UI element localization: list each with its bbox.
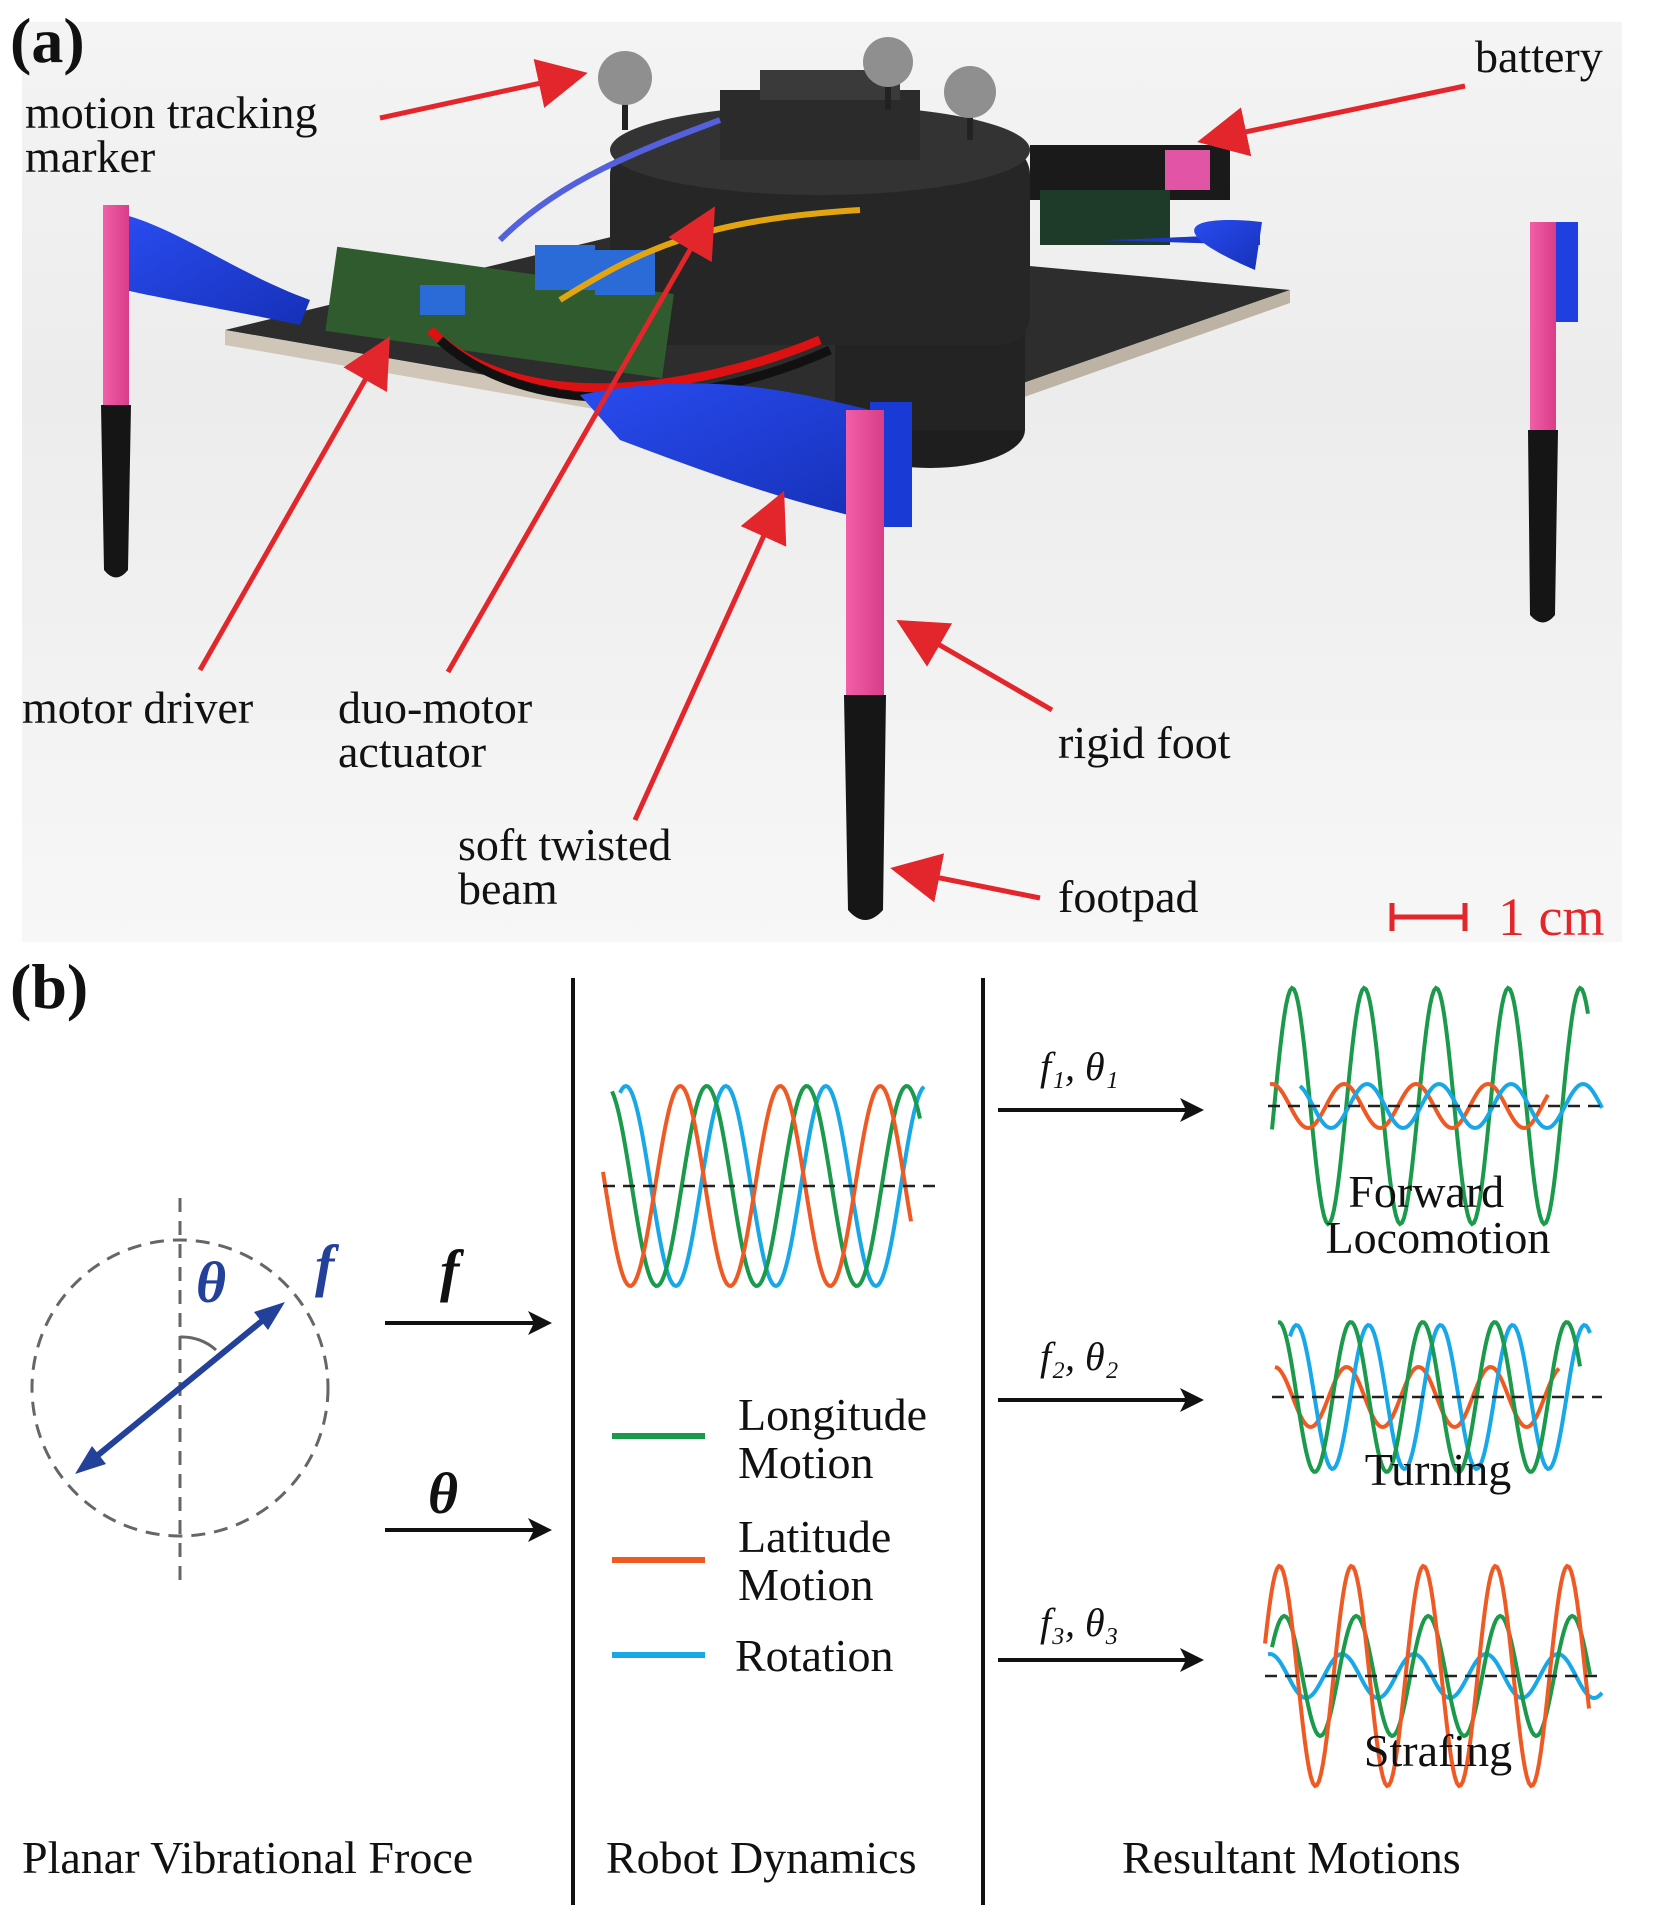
arrow-motor-driver: [197, 336, 390, 672]
strafing-params: f₃, θ₃: [1040, 1600, 1119, 1645]
dynamics-waves: [601, 1083, 935, 1289]
strafing-label: Strafing: [1364, 1725, 1512, 1776]
theta-symbol: θ: [196, 1250, 226, 1315]
legend: Longitude Motion Latitude Motion Rotatio…: [612, 1389, 939, 1681]
strafing-waves: [1263, 1563, 1604, 1789]
motion-tracking-markers: [598, 37, 996, 140]
arrow-duo-motor-actuator: [445, 206, 715, 674]
forward-rotation-wave: [1298, 1082, 1604, 1130]
scale-bar: 1 cm: [1389, 887, 1604, 947]
strafing-latitude-wave: [1263, 1563, 1591, 1789]
forward-latitude-wave: [1269, 1081, 1550, 1131]
forward-longitude-wave: [1270, 985, 1590, 1227]
turning-label: Turning: [1365, 1444, 1512, 1495]
callout-motion-tracking-marker: motion tracking marker: [25, 87, 329, 182]
electronics: [325, 117, 1230, 403]
turning-longitude-wave: [1277, 1320, 1582, 1474]
strafing-longitude-wave: [1270, 1613, 1592, 1739]
force-arrowhead-bottom: [75, 1446, 106, 1474]
dynamics-rotation-wave: [618, 1083, 926, 1289]
arrow-motion-tracking-marker: [379, 59, 588, 121]
turning-latitude-wave: [1274, 1364, 1561, 1430]
input-f-label: f: [440, 1238, 465, 1303]
force-arrow-shaft: [90, 1313, 270, 1463]
forward-waves: [1268, 985, 1604, 1227]
callout-motor-driver: motor driver: [22, 682, 253, 733]
callout-rigid-foot: rigid foot: [1058, 717, 1231, 768]
panel-b: (b) θ f f θ L: [10, 951, 1604, 1905]
column-header-middle: Robot Dynamics: [606, 1832, 916, 1883]
legend-rotation-label: Rotation: [735, 1630, 893, 1681]
callout-footpad: footpad: [1058, 871, 1199, 922]
legend-latitude-label: Latitude Motion: [738, 1511, 903, 1610]
force-diagram: θ f: [30, 1198, 340, 1585]
arrow-battery: [1197, 83, 1466, 157]
forward-label: Forward Locomotion: [1326, 1166, 1551, 1263]
force-symbol: f: [315, 1233, 340, 1298]
column-header-right: Resultant Motions: [1122, 1832, 1461, 1883]
turning-params: f₂, θ₂: [1040, 1334, 1119, 1379]
scale-bar-label: 1 cm: [1498, 887, 1604, 947]
input-theta-label: θ: [428, 1461, 458, 1526]
dynamics-latitude-wave: [601, 1084, 913, 1288]
duo-motor-body: [610, 70, 1030, 468]
force-arrowhead-top: [254, 1302, 285, 1330]
panel-a: (a) motion tracking marker battery motor…: [10, 5, 1622, 947]
arrow-soft-twisted-beam: [632, 490, 787, 822]
panel-b-label: (b): [10, 951, 88, 1022]
forward-params: f₁, θ₁: [1040, 1044, 1119, 1089]
leg-right-back: [1100, 219, 1578, 623]
callout-duo-motor-actuator: duo-motor actuator: [338, 682, 544, 777]
arrow-footpad: [890, 853, 1041, 903]
callout-soft-twisted-beam: soft twisted beam: [458, 819, 683, 914]
leg-front: [580, 383, 912, 920]
legend-longitude-label: Longitude Motion: [738, 1389, 939, 1488]
force-circle: [30, 1238, 330, 1538]
panel-a-label: (a): [10, 5, 85, 76]
column-header-left: Planar Vibrational Froce: [22, 1832, 473, 1883]
strafing-rotation-wave: [1267, 1651, 1604, 1701]
arrow-rigid-foot: [896, 619, 1054, 713]
turning-waves: [1272, 1320, 1602, 1474]
angle-arc: [179, 1335, 218, 1352]
leg-left-back: [101, 205, 310, 578]
dynamics-longitude-wave: [610, 1084, 922, 1288]
callout-battery: battery: [1475, 31, 1603, 82]
